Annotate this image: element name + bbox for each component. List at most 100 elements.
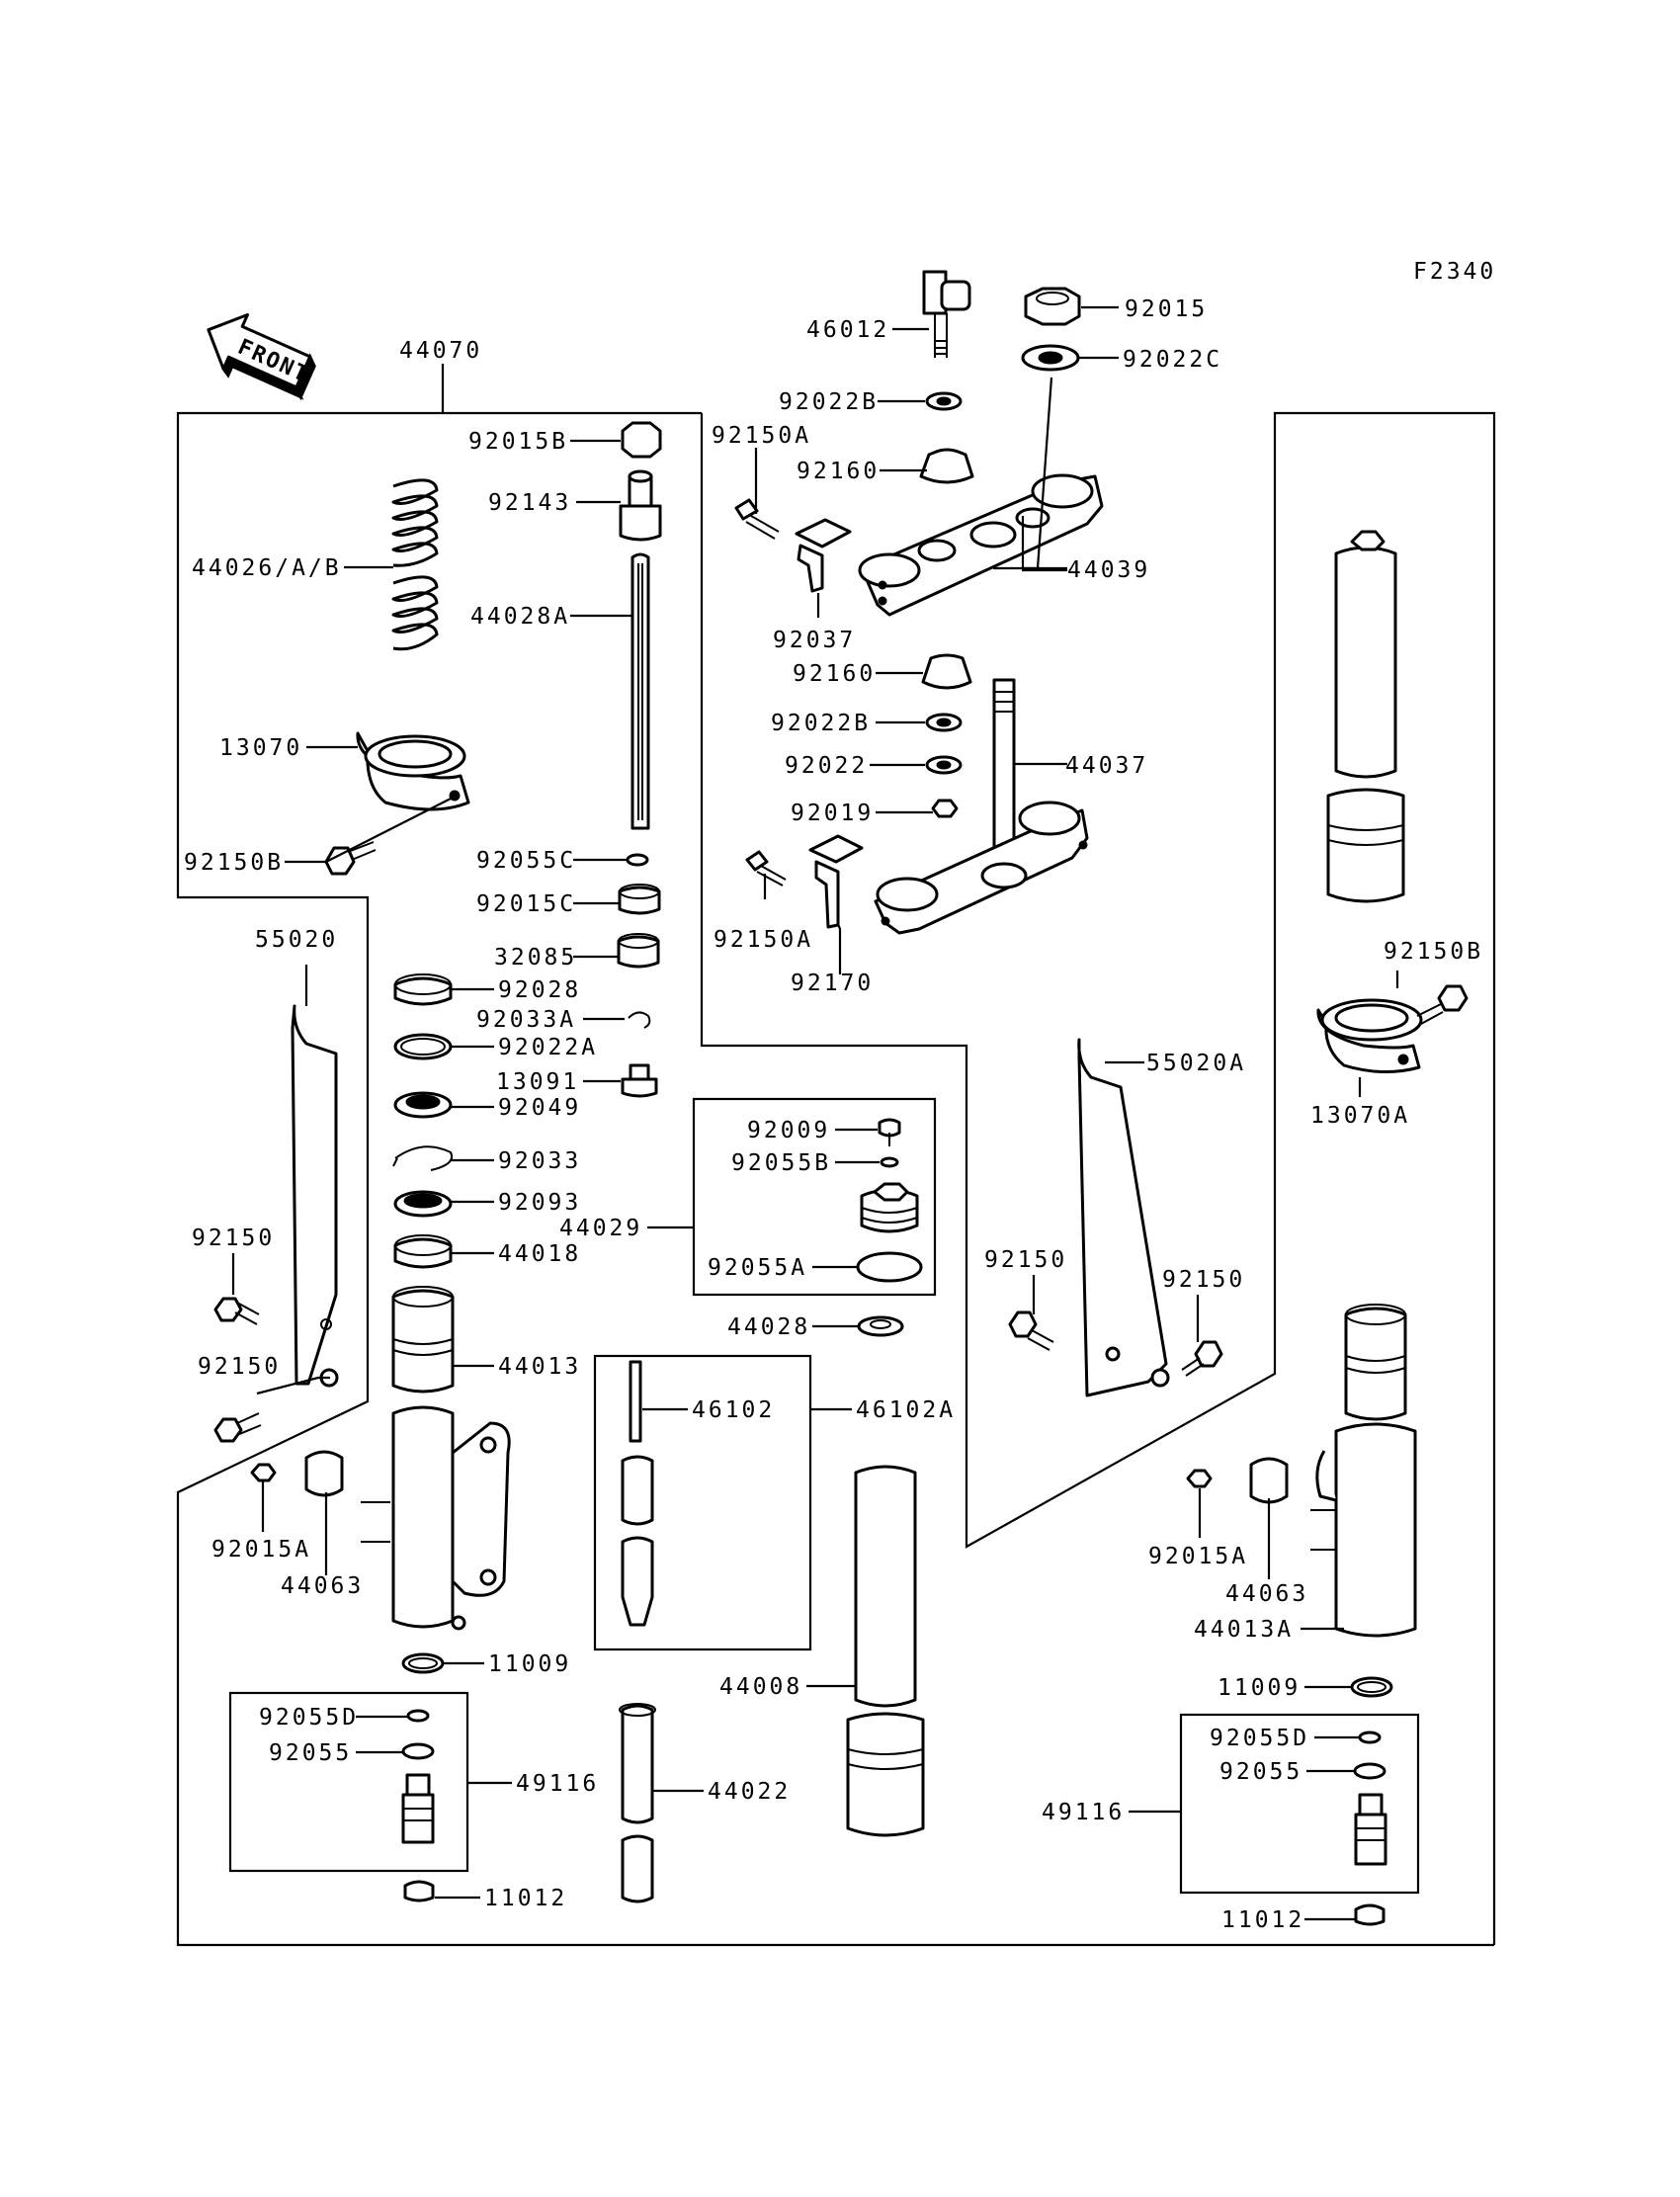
part-44022-drawing: [619, 1703, 656, 1903]
part-92049-drawing: [393, 1091, 453, 1119]
part-label: 92055: [1219, 1759, 1302, 1785]
part-label: 44022: [708, 1779, 791, 1805]
part-92170-drawing: [808, 834, 864, 929]
part-label: 44037: [1065, 753, 1148, 779]
part-44039-drawing: [858, 473, 1104, 617]
part-44013-drawing: [391, 1286, 455, 1394]
part-92143-drawing: [619, 469, 662, 542]
part-92055B-drawing: [880, 1156, 899, 1168]
part-92150-r2-drawing: [1181, 1340, 1223, 1377]
part-92093-drawing: [393, 1190, 453, 1218]
part-92150B-right-drawing: [1416, 984, 1469, 1025]
part-label: 92170: [791, 971, 874, 996]
part-label: 92143: [488, 490, 571, 516]
part-13091-drawing: [621, 1063, 658, 1098]
part-label: 92049: [498, 1095, 581, 1121]
part-label: 92028: [498, 977, 581, 1003]
part-label: 92022: [785, 753, 868, 779]
part-label: 44063: [281, 1573, 364, 1599]
part-92022-drawing: [925, 755, 963, 775]
part-44018-drawing: [393, 1234, 453, 1269]
part-11012-right-drawing: [1354, 1903, 1386, 1926]
part-92055-right-drawing: [1353, 1762, 1386, 1780]
part-label: 92150: [198, 1354, 281, 1380]
part-label: 46102A: [856, 1397, 956, 1423]
part-92037-drawing: [795, 518, 852, 593]
part-92033A-drawing: [628, 1011, 651, 1029]
part-92015-drawing: [1024, 287, 1081, 326]
part-label: 92150B: [1384, 939, 1483, 965]
part-92150A-top-drawing: [734, 498, 780, 540]
part-label: 92160: [797, 459, 880, 484]
part-label: 92055A: [708, 1255, 807, 1281]
part-label: 11012: [484, 1886, 567, 1911]
part-label: 92022B: [779, 389, 879, 415]
part-92028-drawing: [393, 973, 453, 1006]
part-92015B-drawing: [621, 421, 662, 459]
part-label: 92022B: [771, 711, 871, 736]
part-92150-l1-drawing: [213, 1297, 260, 1325]
figure-code: F2340: [1413, 259, 1496, 285]
part-11012-left-drawing: [403, 1880, 435, 1902]
part-label: 92150: [1162, 1267, 1245, 1293]
part-92033-drawing: [392, 1145, 453, 1171]
part-92150B-left-drawing: [324, 841, 377, 876]
part-label: 92019: [791, 801, 874, 826]
part-label: 92150: [984, 1247, 1067, 1273]
part-46102-drawing: [621, 1360, 654, 1627]
part-92022C-drawing: [1021, 344, 1080, 372]
part-55020-drawing: [291, 1004, 339, 1388]
part-92055-left-drawing: [401, 1742, 435, 1760]
part-label: 44013: [498, 1354, 581, 1380]
part-label: 44028A: [470, 604, 570, 630]
part-label: 44013A: [1194, 1617, 1294, 1643]
part-92022A-drawing: [393, 1033, 453, 1060]
part-label: 49116: [1042, 1800, 1125, 1825]
part-label: 92015: [1125, 296, 1208, 322]
part-label: 92055C: [476, 848, 576, 874]
part-32085-drawing: [617, 933, 660, 969]
part-label: 11009: [488, 1651, 571, 1677]
part-92055A-drawing: [856, 1251, 923, 1283]
part-label: 44063: [1225, 1581, 1308, 1607]
part-outer-tube-left-drawing: [391, 1405, 511, 1631]
part-92055C-drawing: [626, 853, 649, 867]
part-label: 92150A: [714, 927, 813, 953]
part-label: 44039: [1067, 557, 1150, 583]
part-label: 92055B: [731, 1150, 831, 1176]
part-44063-right-drawing: [1249, 1457, 1289, 1504]
part-92022B-top-drawing: [925, 391, 963, 411]
part-44028-drawing: [857, 1315, 904, 1337]
part-label: 13070: [219, 735, 302, 761]
part-92160-mid-drawing: [921, 653, 972, 690]
part-55020A-drawing: [1077, 1038, 1170, 1397]
part-label: 46012: [806, 317, 889, 343]
part-92160-top-drawing: [919, 448, 974, 484]
part-label: 55020: [255, 927, 338, 953]
part-label: 32085: [494, 945, 577, 971]
part-13070A-drawing: [1316, 998, 1423, 1074]
part-92019-drawing: [931, 799, 959, 818]
part-44029-drawing: [860, 1182, 919, 1233]
part-label: 92055D: [1210, 1726, 1309, 1751]
part-label: 92093: [498, 1190, 581, 1216]
part-label: 44018: [498, 1241, 581, 1267]
part-label: 92009: [747, 1118, 830, 1143]
part-92150A-mid-drawing: [745, 850, 787, 887]
part-label: 44028: [727, 1314, 810, 1340]
part-92015C-drawing: [618, 884, 661, 915]
part-49116-right-drawing: [1354, 1793, 1387, 1866]
part-44026-spring-drawing: [391, 478, 439, 651]
part-label: 92015A: [1148, 1544, 1248, 1569]
part-92055D-left-drawing: [406, 1709, 430, 1723]
part-13070-drawing: [356, 731, 470, 811]
part-label: 46102: [692, 1397, 775, 1423]
part-label: 44008: [719, 1674, 802, 1700]
part-label: 55020A: [1146, 1051, 1246, 1076]
box-49116-right: [1179, 1713, 1420, 1895]
part-44013A-drawing: [1310, 1304, 1417, 1638]
part-label: 92022A: [498, 1035, 598, 1060]
part-label: 92055: [269, 1740, 352, 1766]
part-label: 92015B: [468, 429, 568, 455]
